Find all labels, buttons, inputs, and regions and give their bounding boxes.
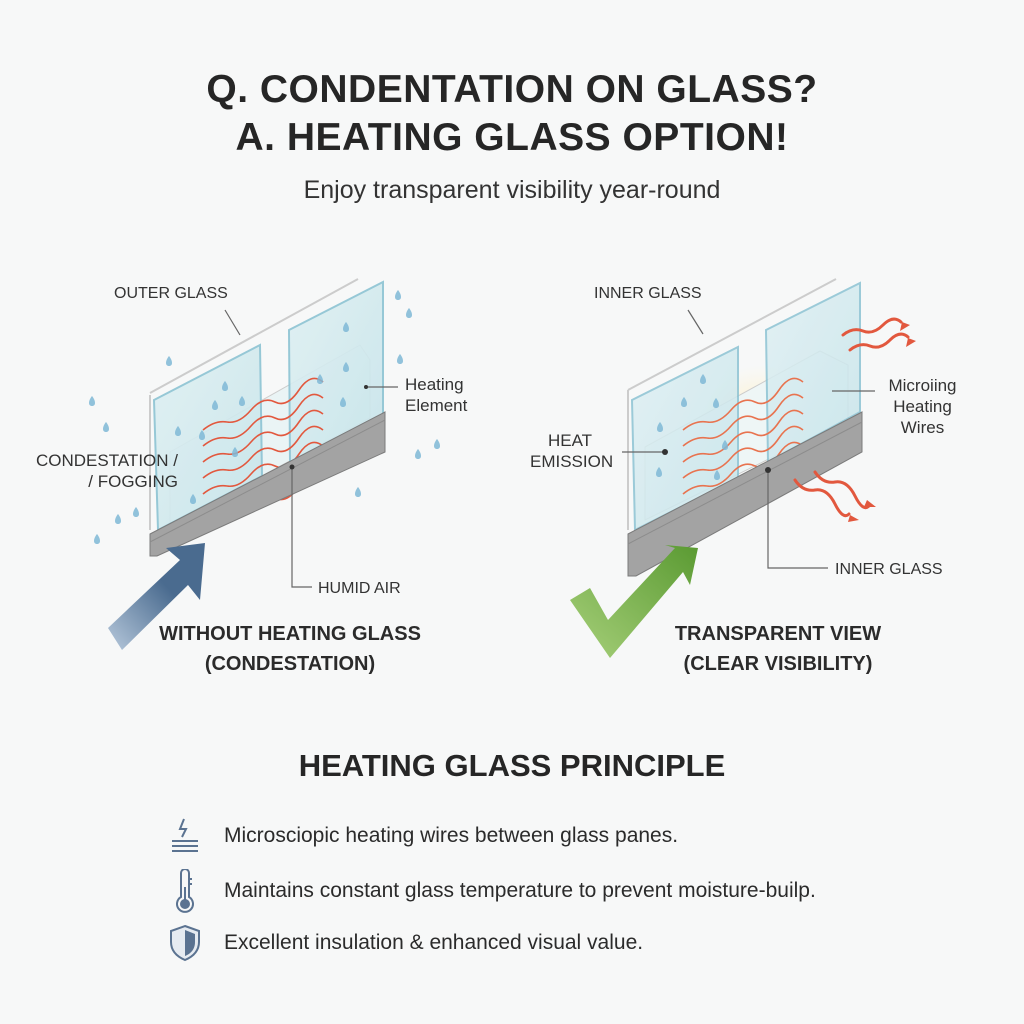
water-drop xyxy=(657,422,663,432)
feature-item: Microsciopic heating wires between glass… xyxy=(160,816,678,856)
outer-glass-edge xyxy=(149,278,359,394)
water-drop xyxy=(656,467,662,477)
label-condensation: CONDESTATION // FOGGING xyxy=(36,451,178,491)
caption-transparent-view: TRANSPARENT VIEW(CLEAR VISIBILITY) xyxy=(674,623,882,675)
water-drop xyxy=(722,440,728,450)
water-drop xyxy=(395,290,401,300)
diagrams-illustration xyxy=(89,278,916,658)
wire xyxy=(682,441,804,495)
residual-drops xyxy=(656,374,728,480)
wire xyxy=(202,393,324,447)
water-drop xyxy=(89,396,95,406)
water-drop xyxy=(397,354,403,364)
humid-air-arrow xyxy=(108,543,205,650)
title-answer: A. HEATING GLASS OPTION! xyxy=(235,116,789,159)
label-inner-glass-top: INNER GLASS xyxy=(594,285,702,302)
water-drop xyxy=(434,439,440,449)
leader-line xyxy=(224,309,241,336)
water-drop xyxy=(212,400,218,410)
label-humid-air: HUMID AIR xyxy=(318,580,401,597)
water-drop xyxy=(406,308,412,318)
thermometer-icon xyxy=(160,869,210,913)
caption-without-heating: WITHOUT HEATING GLASS(CONDESTATION) xyxy=(159,623,421,675)
checkmark-arrow xyxy=(570,545,698,658)
water-drop xyxy=(103,422,109,432)
water-drop xyxy=(343,322,349,332)
water-drop xyxy=(239,396,245,406)
title-question: Q. CONDENTATION ON GLASS? xyxy=(206,68,818,111)
water-drop xyxy=(340,397,346,407)
water-drop xyxy=(355,487,361,497)
water-drop xyxy=(166,356,172,366)
water-drop xyxy=(415,449,421,459)
water-drop xyxy=(94,534,100,544)
wire xyxy=(682,409,804,463)
water-drop xyxy=(681,397,687,407)
wire xyxy=(202,441,324,495)
water-drop xyxy=(222,381,228,391)
wire xyxy=(202,377,324,431)
label-outer-glass: OUTER GLASS xyxy=(114,285,228,302)
water-drop xyxy=(175,426,181,436)
water-drop xyxy=(199,430,205,440)
wire xyxy=(202,425,324,479)
wire xyxy=(682,393,804,447)
subtitle: Enjoy transparent visibility year-round xyxy=(303,176,721,204)
spacer-bar xyxy=(149,411,386,557)
condensation-drops xyxy=(89,290,440,544)
water-drop xyxy=(317,374,323,384)
water-drop xyxy=(232,447,238,457)
water-drop xyxy=(343,362,349,372)
wire xyxy=(682,377,804,431)
feature-item: Maintains constant glass temperature to … xyxy=(160,869,816,913)
water-drop xyxy=(714,470,720,480)
water-drop xyxy=(713,398,719,408)
left-glass-unit xyxy=(89,278,440,650)
water-drop xyxy=(133,507,139,517)
wire xyxy=(202,409,324,463)
label-inner-glass-bottom: INNER GLASS xyxy=(835,561,943,578)
water-drop xyxy=(115,514,121,524)
shield-icon xyxy=(160,923,210,963)
wire xyxy=(682,425,804,479)
heat-waves xyxy=(793,317,910,518)
heating-wire-icon xyxy=(160,816,210,856)
principle-title: HEATING GLASS PRINCIPLE xyxy=(298,748,726,783)
water-drop xyxy=(190,494,196,504)
feature-item: Excellent insulation & enhanced visual v… xyxy=(160,923,643,963)
right-glass-unit xyxy=(570,278,916,658)
water-drop xyxy=(700,374,706,384)
